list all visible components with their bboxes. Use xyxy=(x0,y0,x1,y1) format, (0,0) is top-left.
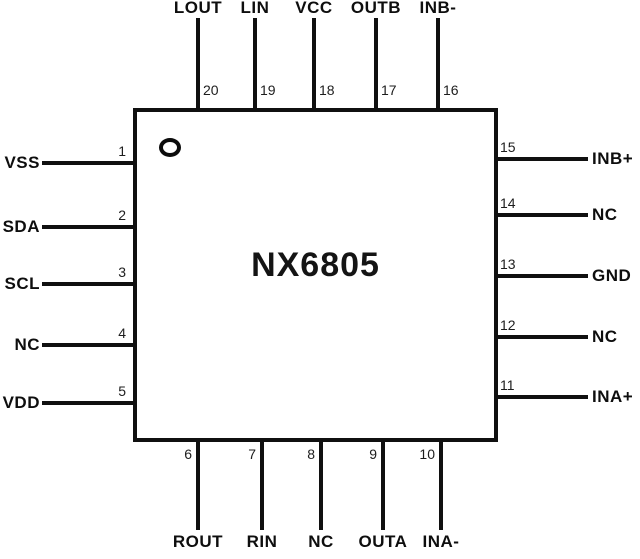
chip-body xyxy=(133,108,498,442)
pin-9-line xyxy=(381,438,385,530)
pin-18-number: 18 xyxy=(319,82,335,98)
pin-2-number: 2 xyxy=(118,207,126,223)
pin-5-label: VDD xyxy=(2,393,40,412)
pin-14-label: NC xyxy=(592,205,618,224)
pin-20-line xyxy=(196,18,200,112)
pin-15-line xyxy=(494,157,588,161)
pin-13-label: GND xyxy=(592,266,632,285)
pin-11-line xyxy=(494,395,588,399)
pin-11-number: 11 xyxy=(500,377,515,393)
pin-18-line xyxy=(312,18,316,112)
pin-8-line xyxy=(319,438,323,530)
pin-7-number: 7 xyxy=(248,446,256,462)
pin-3-label: SCL xyxy=(4,274,40,293)
pin-5-line xyxy=(42,401,137,405)
pin-6-label: ROUT xyxy=(172,532,224,551)
pin-10-line xyxy=(439,438,443,530)
pin-9-number: 9 xyxy=(369,446,377,462)
pin-20-label: LOUT xyxy=(173,0,223,17)
pin-16-label: INB- xyxy=(419,0,457,17)
pin-3-line xyxy=(42,282,137,286)
pin-19-line xyxy=(253,18,257,112)
chip-part-number: NX6805 xyxy=(251,246,380,284)
pin-1-number: 1 xyxy=(118,143,126,159)
pin-6-line xyxy=(196,438,200,530)
pin-16-number: 16 xyxy=(443,82,459,98)
pin-7-line xyxy=(260,438,264,530)
pin-2-line xyxy=(42,225,137,229)
pin-4-number: 4 xyxy=(118,325,126,341)
pin-13-line xyxy=(494,274,588,278)
pin-1-label: VSS xyxy=(4,153,40,172)
pin-13-number: 13 xyxy=(500,256,516,272)
pin-12-line xyxy=(494,335,588,339)
pin-8-number: 8 xyxy=(307,446,315,462)
pin-7-label: RIN xyxy=(246,532,278,551)
pin-8-label: NC xyxy=(308,532,334,551)
pin-5-number: 5 xyxy=(118,383,126,399)
pin-4-line xyxy=(42,343,137,347)
pin-12-number: 12 xyxy=(500,317,516,333)
pin-19-label: LIN xyxy=(240,0,270,17)
pin-10-label: INA- xyxy=(422,532,460,551)
pin-3-number: 3 xyxy=(118,264,126,280)
pin-17-line xyxy=(374,18,378,112)
pin-14-line xyxy=(494,213,588,217)
pin-18-label: VCC xyxy=(295,0,333,17)
pin-19-number: 19 xyxy=(260,82,276,98)
pin-20-number: 20 xyxy=(203,82,219,98)
pin-14-number: 14 xyxy=(500,195,516,211)
pin-12-label: NC xyxy=(592,327,618,346)
pin-17-number: 17 xyxy=(381,82,397,98)
pin-17-label: OUTB xyxy=(350,0,402,17)
pin-15-label: INB+ xyxy=(592,149,634,168)
pin-15-number: 15 xyxy=(500,139,516,155)
pin-16-line xyxy=(436,18,440,112)
pin-1-line xyxy=(42,161,137,165)
pin1-indicator-icon xyxy=(159,138,181,157)
pin-4-label: NC xyxy=(14,335,40,354)
pin-2-label: SDA xyxy=(2,217,40,236)
pin-10-number: 10 xyxy=(419,446,435,462)
pin-9-label: OUTA xyxy=(358,532,408,551)
pin-11-label: INA+ xyxy=(592,387,634,406)
pin-6-number: 6 xyxy=(184,446,192,462)
